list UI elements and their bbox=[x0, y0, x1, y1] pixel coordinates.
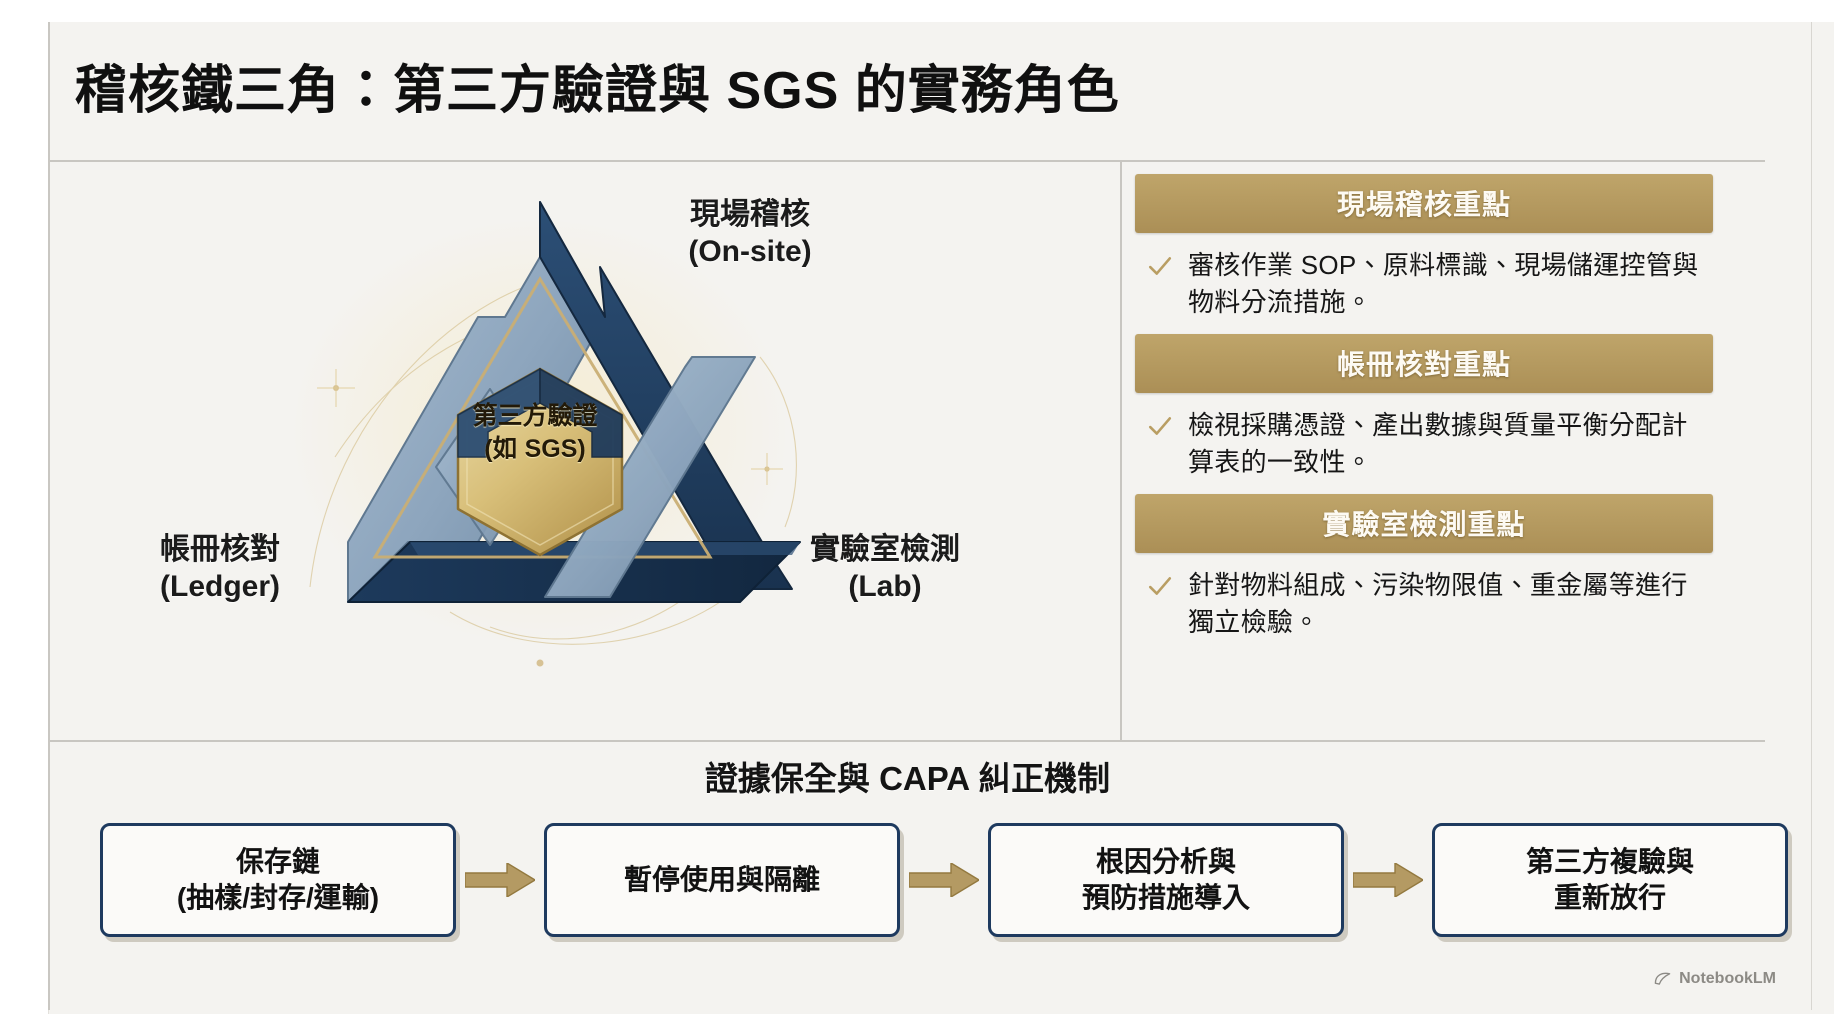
title-area: 稽核鐵三角：第三方驗證與 SGS 的實務角色 bbox=[50, 30, 1765, 130]
flow-step-2[interactable]: 暫停使用與隔離 bbox=[544, 823, 900, 937]
section-bullet-text: 審核作業 SOP、原料標識、現場儲運控管與物料分流措施。 bbox=[1188, 250, 1699, 317]
capa-flow: 保存鏈 (抽樣/封存/運輸) 暫停使用與隔離 根因分析與 預防措施導入 bbox=[100, 820, 1788, 940]
check-icon bbox=[1147, 253, 1173, 279]
title-divider bbox=[50, 160, 1765, 162]
diagram-node-on-site: 現場稽核 (On-site) bbox=[610, 197, 890, 270]
diagram-node-ledger: 帳冊核對 (Ledger) bbox=[80, 532, 360, 605]
node-label-en: (Lab) bbox=[848, 569, 922, 603]
column-divider bbox=[1120, 162, 1122, 740]
section-bullet-text: 檢視採購憑證、產出數據與質量平衡分配計算表的一致性。 bbox=[1188, 410, 1688, 477]
section-bullet-text: 針對物料組成、污染物限值、重金屬等進行獨立檢驗。 bbox=[1188, 570, 1688, 637]
section-heading: 現場稽核重點 bbox=[1135, 174, 1713, 233]
flow-step-line2: 重新放行 bbox=[1553, 882, 1666, 913]
flow-step-line2: (抽樣/封存/運輸) bbox=[176, 882, 380, 913]
section-on-site-audit: 現場稽核重點 審核作業 SOP、原料標識、現場儲運控管與物料分流措施。 bbox=[1135, 174, 1713, 321]
arrow-right-icon bbox=[909, 863, 979, 897]
flow-step-4[interactable]: 第三方複驗與 重新放行 bbox=[1432, 823, 1788, 937]
section-body: 審核作業 SOP、原料標識、現場儲運控管與物料分流措施。 bbox=[1135, 233, 1713, 321]
flow-step-text: 根因分析與 預防措施導入 bbox=[1082, 844, 1250, 917]
impossible-triangle-graphic bbox=[290, 201, 801, 667]
key-points-panel: 現場稽核重點 審核作業 SOP、原料標識、現場儲運控管與物料分流措施。 帳冊核對… bbox=[1135, 162, 1765, 740]
main-content-band: 現場稽核 (On-site) 帳冊核對 (Ledger) 實驗室檢測 (Lab)… bbox=[50, 162, 1765, 740]
flow-section-title: 證據保全與 CAPA 糾正機制 bbox=[704, 760, 1111, 797]
flow-arrow-1 bbox=[456, 860, 544, 900]
flow-step-line1: 根因分析與 bbox=[1095, 845, 1236, 877]
diagram-node-lab: 實驗室檢測 (Lab) bbox=[740, 532, 1030, 605]
flow-step-3[interactable]: 根因分析與 預防措施導入 bbox=[988, 823, 1344, 937]
triangle-diagram: 現場稽核 (On-site) 帳冊核對 (Ledger) 實驗室檢測 (Lab)… bbox=[50, 162, 1120, 740]
node-label-zh: 現場稽核 bbox=[690, 198, 810, 231]
flow-step-text: 第三方複驗與 重新放行 bbox=[1526, 844, 1694, 917]
section-lab-testing: 實驗室檢測重點 針對物料組成、污染物限值、重金屬等進行獨立檢驗。 bbox=[1135, 494, 1713, 641]
watermark-label: NotebookLM bbox=[1679, 969, 1776, 987]
notebooklm-logo-icon bbox=[1653, 969, 1672, 988]
arrow-right-icon bbox=[465, 863, 535, 897]
section-body: 針對物料組成、污染物限值、重金屬等進行獨立檢驗。 bbox=[1135, 553, 1713, 641]
section-heading: 實驗室檢測重點 bbox=[1135, 494, 1713, 553]
flow-step-line1: 保存鏈 bbox=[235, 845, 320, 877]
section-body: 檢視採購憑證、產出數據與質量平衡分配計算表的一致性。 bbox=[1135, 393, 1713, 481]
node-label-en: (On-site) bbox=[688, 234, 812, 268]
flow-step-line1: 第三方複驗與 bbox=[1525, 845, 1694, 877]
flow-step-line1: 暫停使用與隔離 bbox=[623, 863, 820, 895]
check-icon bbox=[1147, 413, 1173, 439]
page-title: 稽核鐵三角：第三方驗證與 SGS 的實務角色 bbox=[75, 62, 1120, 120]
flow-arrow-2 bbox=[900, 860, 988, 900]
diagram-center-label: 第三方驗證 (如 SGS) bbox=[405, 400, 665, 465]
section-heading: 帳冊核對重點 bbox=[1135, 334, 1713, 393]
node-label-en: (Ledger) bbox=[160, 569, 280, 603]
flow-arrow-3 bbox=[1344, 860, 1432, 900]
arrow-right-icon bbox=[1353, 863, 1423, 897]
slide-top-margin bbox=[0, 0, 1834, 22]
flow-step-line2: 預防措施導入 bbox=[1081, 882, 1250, 913]
slide-left-margin bbox=[0, 0, 49, 1024]
slide-bottom-margin bbox=[0, 1014, 1834, 1024]
section-ledger-check: 帳冊核對重點 檢視採購憑證、產出數據與質量平衡分配計算表的一致性。 bbox=[1135, 334, 1713, 481]
check-icon bbox=[1147, 573, 1173, 599]
center-label-line1: 第三方驗證 bbox=[472, 402, 598, 430]
notebooklm-watermark: NotebookLM bbox=[1653, 969, 1776, 988]
node-label-zh: 實驗室檢測 bbox=[810, 533, 960, 566]
flow-step-text: 保存鏈 (抽樣/封存/運輸) bbox=[177, 844, 379, 917]
flow-step-1[interactable]: 保存鏈 (抽樣/封存/運輸) bbox=[100, 823, 456, 937]
flow-step-text: 暫停使用與隔離 bbox=[624, 862, 820, 898]
center-label-line2: (如 SGS) bbox=[484, 434, 586, 463]
band-divider bbox=[50, 740, 1765, 742]
node-label-zh: 帳冊核對 bbox=[160, 533, 280, 566]
